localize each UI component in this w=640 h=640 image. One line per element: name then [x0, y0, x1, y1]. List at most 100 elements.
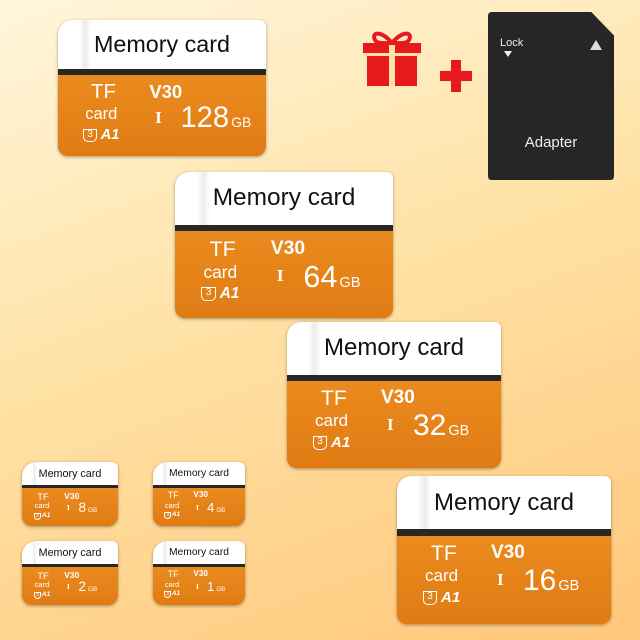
uhs-u3-icon: 3 — [201, 287, 216, 302]
capacity-unit: GB — [558, 577, 580, 594]
capacity-value: 64 — [303, 259, 338, 294]
capacity-unit: GB — [88, 507, 98, 515]
tf-label: TF — [91, 80, 116, 103]
card-stripe — [175, 224, 393, 232]
tf-label: TF — [167, 490, 179, 501]
uhs-class-badge: I — [276, 265, 284, 285]
card-word: card — [34, 580, 50, 590]
capacity-unit: GB — [339, 274, 361, 291]
capacity-value: 32 — [413, 409, 447, 443]
capacity-value: 2 — [78, 579, 86, 595]
insert-arrow-icon — [590, 40, 602, 50]
card-title: Memory card — [153, 541, 245, 565]
card-word: card — [315, 411, 349, 431]
card-stripe — [397, 529, 611, 536]
a1-badge: A1 — [171, 589, 181, 597]
card-title: Memory card — [22, 541, 118, 565]
uhs-class-badge: I — [387, 415, 394, 435]
capacity-unit: GB — [88, 586, 98, 594]
card-stripe — [58, 68, 266, 76]
card-title: Memory card — [397, 476, 611, 530]
uhs-u3-icon: 3 — [83, 128, 97, 143]
card-stripe — [153, 485, 245, 488]
v30-badge: V30 — [149, 80, 183, 102]
uhs-class-badge: I — [66, 582, 70, 592]
card-word: card — [165, 500, 180, 510]
a1-badge: A1 — [331, 434, 351, 452]
uhs-class-badge: I — [195, 581, 199, 591]
a1-badge: A1 — [100, 126, 120, 143]
uhs-u3-icon: 3 — [164, 511, 172, 519]
v30-badge: V30 — [491, 541, 525, 563]
uhs-class-badge: I — [195, 502, 199, 512]
tf-label: TF — [37, 569, 49, 581]
capacity-value: 128 — [180, 102, 230, 135]
card-title: Memory card — [175, 172, 393, 225]
card-stripe — [153, 564, 245, 567]
v30-badge: V30 — [64, 569, 80, 580]
a1-badge: A1 — [219, 285, 240, 303]
card-word: card — [425, 565, 459, 585]
card-word: card — [203, 261, 238, 282]
a1-badge: A1 — [171, 510, 181, 518]
uhs-class-badge: I — [66, 503, 70, 513]
uhs-u3-icon: 3 — [33, 512, 42, 520]
uhs-u3-icon: 3 — [313, 436, 327, 451]
lock-label: Lock — [500, 37, 524, 49]
capacity-value: 1 — [207, 578, 215, 594]
capacity-value: 4 — [207, 499, 215, 515]
card-word: card — [34, 501, 50, 511]
capacity-value: 16 — [523, 563, 557, 597]
capacity-unit: GB — [448, 423, 470, 440]
v30-badge: V30 — [193, 490, 208, 500]
a1-badge: A1 — [41, 511, 51, 519]
capacity-unit: GB — [216, 585, 226, 593]
capacity-value: 8 — [78, 500, 86, 516]
capacity-unit: GB — [216, 506, 226, 514]
plus-icon — [440, 60, 472, 92]
v30-badge: V30 — [64, 490, 80, 501]
a1-badge: A1 — [441, 588, 461, 606]
v30-badge: V30 — [193, 569, 208, 579]
v30-badge: V30 — [381, 387, 415, 409]
sd-adapter: Lock Adapter — [488, 12, 614, 180]
tf-label: TF — [37, 490, 49, 502]
tf-label: TF — [167, 569, 179, 580]
lock-arrow-icon — [504, 51, 512, 57]
uhs-u3-icon: 3 — [33, 591, 42, 599]
card-title: Memory card — [58, 20, 266, 69]
tf-label: TF — [431, 541, 457, 565]
card-title: Memory card — [287, 322, 501, 375]
v30-badge: V30 — [270, 237, 306, 260]
card-word: card — [165, 579, 180, 589]
gift-icon — [363, 31, 421, 86]
tf-label: TF — [209, 237, 236, 262]
uhs-class-badge: I — [497, 569, 504, 589]
a1-badge: A1 — [41, 590, 51, 598]
card-title: Memory card — [153, 462, 245, 486]
uhs-class-badge: I — [155, 108, 162, 128]
card-stripe — [287, 374, 501, 382]
